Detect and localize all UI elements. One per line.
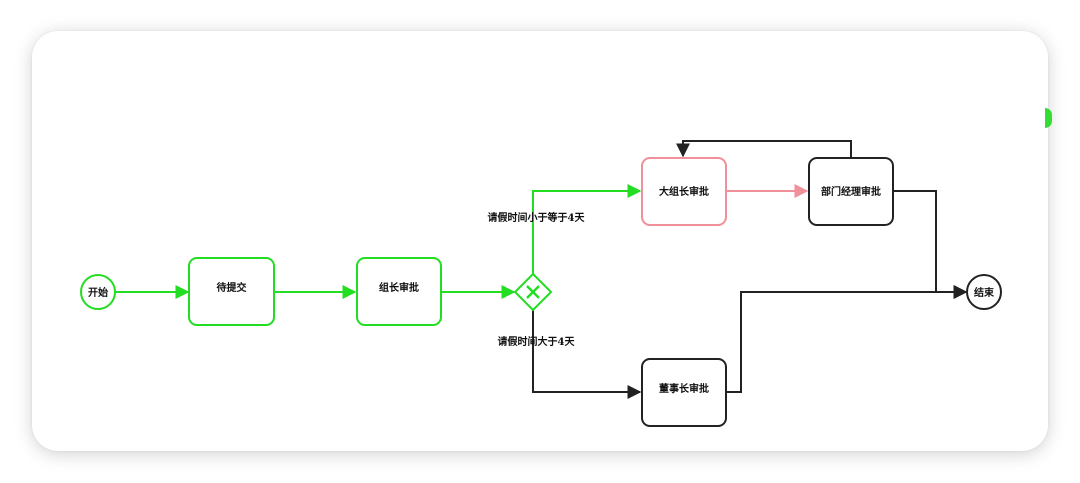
end-event[interactable]: 结束 <box>966 274 1002 310</box>
edge-gateway-seniorlead[interactable] <box>532 184 642 274</box>
diagram-card <box>32 31 1048 451</box>
end-label: 结束 <box>974 286 995 299</box>
x-icon <box>526 285 540 299</box>
task-team-lead-label: 组长审批 <box>379 281 419 294</box>
start-label: 开始 <box>88 286 108 299</box>
start-event[interactable]: 开始 <box>80 274 116 310</box>
task-submit-label: 待提交 <box>217 281 247 294</box>
side-handle <box>1045 108 1052 128</box>
task-dept-manager-approval[interactable]: 部门经理审批 <box>808 157 894 226</box>
condition-label-lte-4-days: 请假时间小于等于4天 <box>488 211 586 224</box>
edge-gateway-chairman[interactable] <box>532 310 642 399</box>
task-chairman-approval[interactable]: 董事长审批 <box>641 358 727 427</box>
exclusive-gateway[interactable] <box>513 272 553 312</box>
task-team-lead-approval[interactable]: 组长审批 <box>356 257 442 326</box>
edge-deptmanager-seniorlead-loop[interactable] <box>676 140 852 158</box>
task-submit[interactable]: 待提交 <box>188 257 275 326</box>
task-senior-lead-label: 大组长审批 <box>659 185 709 198</box>
edge-chairman-end[interactable] <box>726 285 968 393</box>
task-chairman-label: 董事长审批 <box>659 382 709 395</box>
edge-deptmanager-end[interactable] <box>893 190 968 299</box>
condition-label-gt-4-days: 请假时间大于4天 <box>498 335 576 348</box>
task-dept-manager-label: 部门经理审批 <box>821 185 881 198</box>
task-senior-lead-approval[interactable]: 大组长审批 <box>641 157 727 226</box>
